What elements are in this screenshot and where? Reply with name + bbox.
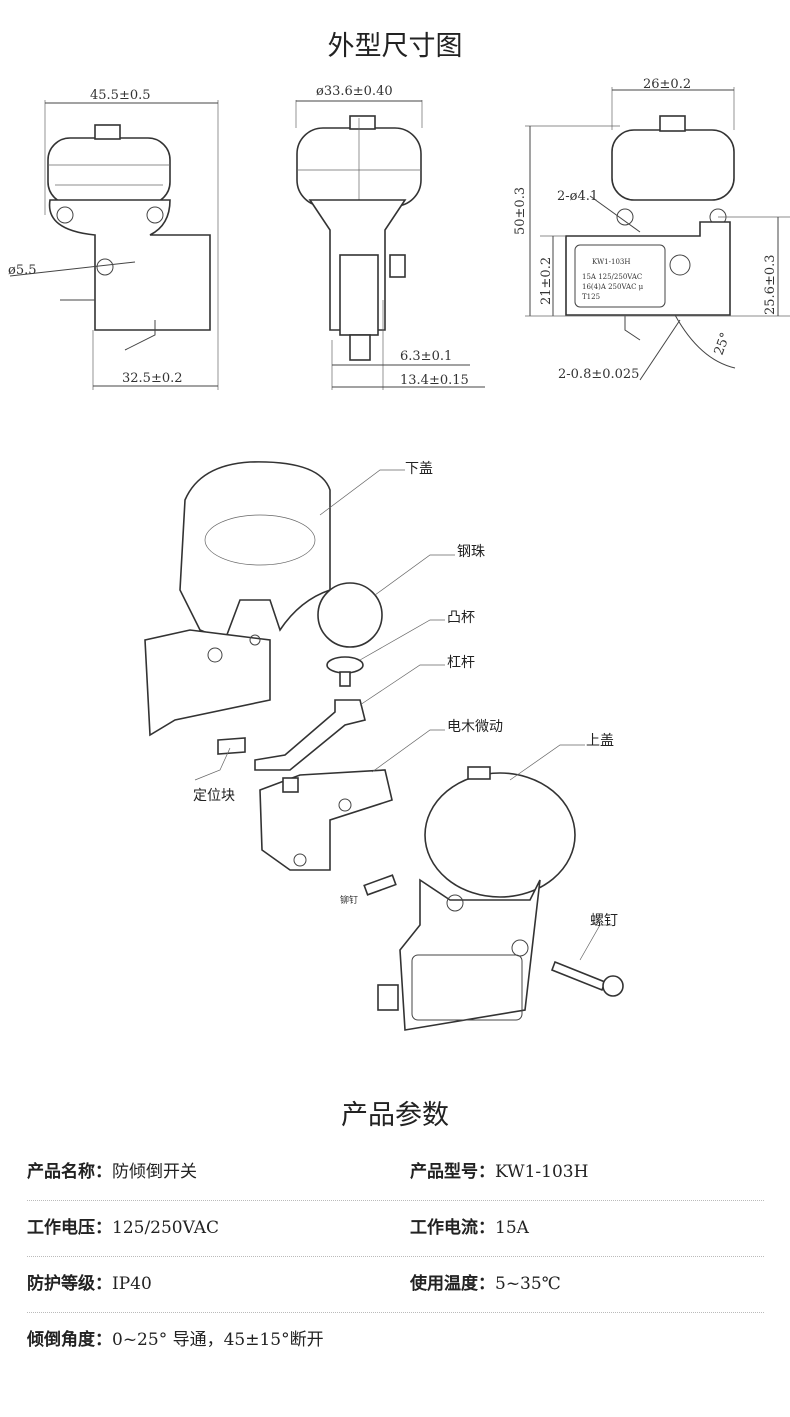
params-table: 产品名称：防倾倒开关 产品型号：KW1-103H 工作电压：125/250VAC… [27, 1145, 764, 1368]
side-view-drawing: ø33.6±0.40 6.3±0.1 13.4±0.15 [295, 84, 485, 390]
part-label-convex-cup: 凸杯 [447, 610, 475, 626]
micro-switch-drawing [259, 769, 393, 871]
param-value: 5~35℃ [495, 1274, 561, 1294]
part-label-positioning-block: 定位块 [193, 788, 235, 804]
dim-side-depth: 13.4±0.15 [400, 373, 469, 388]
param-key: 防护等级： [27, 1274, 112, 1294]
param-value: KW1-103H [495, 1162, 589, 1182]
param-current: 工作电流：15A [410, 1213, 529, 1238]
dim-back-hole-height: 25.6±0.3 [763, 254, 778, 315]
part-label-lever: 杠杆 [447, 655, 475, 671]
label-rating1: 15A 125/250VAC [582, 273, 642, 281]
param-voltage: 工作电压：125/250VAC [27, 1213, 219, 1238]
param-model: 产品型号：KW1-103H [410, 1157, 588, 1182]
params-row: 防护等级：IP40 使用温度：5~35℃ [27, 1257, 764, 1313]
label-temp: T125 [582, 293, 600, 301]
param-key: 使用温度： [410, 1274, 495, 1294]
param-value: 0~25° 导通，45±15°断开 [112, 1330, 324, 1350]
param-value: IP40 [112, 1274, 152, 1294]
lever-drawing [254, 699, 366, 771]
dim-back-angle: 25° [712, 331, 734, 358]
dim-side-diameter: ø33.6±0.40 [316, 84, 393, 99]
param-key: 产品型号： [410, 1162, 495, 1182]
part-label-screw: 螺钉 [590, 913, 618, 929]
label-rating2: 16(4)A 250VAC μ [582, 283, 644, 291]
dim-back-terminal: 2-0.8±0.025 [558, 367, 639, 382]
part-label-steel-ball: 钢珠 [457, 544, 485, 560]
params-title: 产品参数 [341, 1100, 449, 1131]
dimension-title: 外型尺寸图 [327, 31, 463, 62]
param-key: 产品名称： [27, 1162, 112, 1182]
lower-cover-drawing [144, 461, 331, 737]
exploded-view: 下盖 钢珠 凸杯 杠杆 电木微动 上盖 定位块 铆钉 螺钉 [144, 461, 624, 1031]
params-row: 倾倒角度：0~25° 导通，45±15°断开 [27, 1313, 764, 1368]
dim-back-width: 26±0.2 [643, 77, 691, 92]
part-label-lower-cover: 下盖 [405, 461, 433, 477]
param-key: 工作电流： [410, 1218, 495, 1238]
part-label-upper-cover: 上盖 [586, 733, 614, 749]
param-tilt-angle: 倾倒角度：0~25° 导通，45±15°断开 [27, 1325, 324, 1350]
dim-back-holes: 2-ø4.1 [557, 189, 598, 204]
back-view-drawing: KW1-103H 15A 125/250VAC 16(4)A 250VAC μ … [513, 77, 790, 382]
param-value: 防倾倒开关 [112, 1162, 197, 1182]
dimension-drawings: 45.5±0.5 ø5.5 32.5±0.2 ø33.6±0.40 6.3±0.… [8, 77, 790, 390]
params-row: 产品名称：防倾倒开关 产品型号：KW1-103H [27, 1145, 764, 1201]
dim-front-width: 45.5±0.5 [90, 88, 151, 103]
screw-drawing [550, 960, 624, 997]
label-model: KW1-103H [592, 258, 630, 266]
front-view-drawing: 45.5±0.5 ø5.5 32.5±0.2 [8, 88, 219, 390]
positioning-block-drawing [217, 737, 246, 755]
dim-back-height: 50±0.3 [513, 187, 528, 235]
params-row: 工作电压：125/250VAC 工作电流：15A [27, 1201, 764, 1257]
param-key: 工作电压： [27, 1218, 112, 1238]
part-label-rivet: 铆钉 [340, 894, 358, 906]
steel-ball-drawing [317, 582, 383, 648]
dim-front-base: 32.5±0.2 [122, 371, 183, 386]
rivet-drawing [363, 874, 397, 896]
dim-front-hole: ø5.5 [8, 263, 37, 278]
part-label-micro-switch: 电木微动 [447, 719, 503, 735]
param-temperature: 使用温度：5~35℃ [410, 1269, 561, 1294]
dim-side-terminal: 6.3±0.1 [400, 349, 452, 364]
upper-cover-drawing [377, 766, 576, 1031]
param-value: 15A [495, 1218, 529, 1238]
param-key: 倾倒角度： [27, 1330, 112, 1350]
dim-back-lower: 21±0.2 [539, 257, 554, 305]
param-value: 125/250VAC [112, 1218, 220, 1238]
param-protection: 防护等级：IP40 [27, 1269, 152, 1294]
param-product-name: 产品名称：防倾倒开关 [27, 1157, 197, 1182]
convex-cup-drawing [326, 656, 364, 687]
